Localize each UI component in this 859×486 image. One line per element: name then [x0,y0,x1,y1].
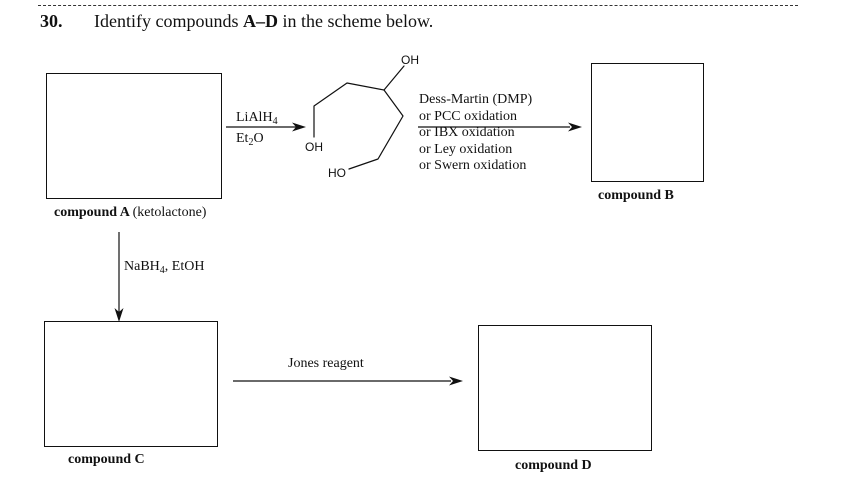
arrow-lialh4-head [292,122,306,132]
compound-d-box[interactable] [478,325,652,451]
arrow-nabh4-head [114,308,124,322]
oxidation-option: or Ley oxidation [419,141,513,157]
arrow-oxidation-head [568,122,582,132]
reagent-nabh4: NaBH4, EtOH [124,259,205,276]
triol-skeleton [313,65,405,170]
reagent-jones: Jones reagent [288,356,364,371]
oxidation-option: or IBX oxidation [419,125,515,140]
compound-a-note: (ketolactone) [132,205,207,220]
triol-ho-bottom: HO [328,166,346,180]
triol-oh-left: OH [305,140,323,154]
question-text-suffix: in the scheme below. [277,11,434,31]
triol-backbone [313,82,404,170]
oxidation-option: or PCC oxidation [419,108,518,124]
triol-oh-top: OH [401,53,419,67]
compound-a-label: compound A [54,205,130,220]
question-number: 30. [40,11,63,31]
triol-top-oh-bond [383,65,405,91]
question-text-prefix: Identify compounds [94,11,243,31]
oxidation-option: Dess-Martin (DMP) [419,92,533,107]
solvent-et2o: Et2O [236,131,264,148]
oxidation-options: Dess-Martin (DMP) or PCC oxidation or IB… [419,92,532,175]
question-text: Identify compounds A–D in the scheme bel… [94,11,433,32]
compound-c-caption: compound C [68,452,145,467]
compound-b-caption: compound B [598,188,674,203]
reagent-lialh4: LiAlH4 [236,110,278,127]
compound-a-box[interactable] [46,73,222,199]
arrow-jones-head [449,376,463,386]
question-text-bold: A–D [242,11,278,31]
oxidation-option: or Swern oxidation [419,158,527,173]
compound-d-caption: compound D [515,458,592,473]
top-dashed-rule [38,5,798,6]
compound-c-box[interactable] [44,321,218,447]
compound-b-box[interactable] [591,63,704,182]
compound-a-caption: compound A (ketolactone) [54,205,206,221]
